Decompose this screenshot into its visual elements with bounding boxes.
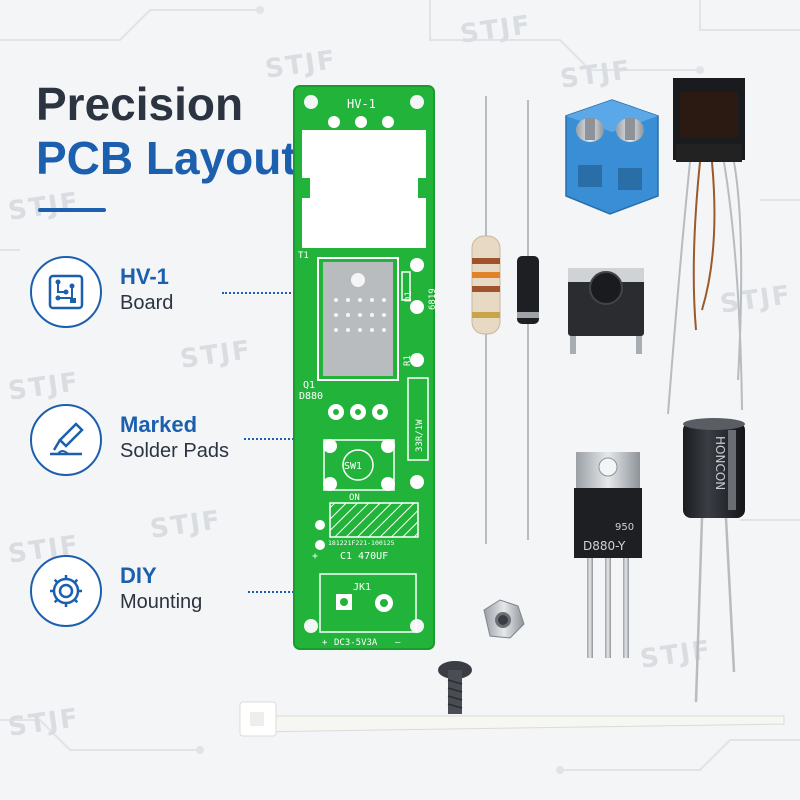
feature-subtitle: Mounting	[120, 591, 203, 613]
feature-diy-mounting: DIY Mounting	[30, 555, 314, 639]
push-button-component	[568, 268, 644, 354]
feature-leader-line	[248, 591, 302, 593]
pcb-icon	[48, 274, 84, 310]
feature-marked-pads: Marked Solder Pads	[30, 404, 314, 488]
diode-footprint	[401, 258, 424, 314]
soldering-iron-icon	[50, 422, 84, 456]
resistor-component	[471, 96, 501, 544]
transistor-component: 950 D880-Y	[574, 452, 642, 658]
pcb-label-r1: R1	[403, 355, 413, 366]
headline-line-2: PCB Layout	[36, 132, 297, 184]
hex-nut-component	[483, 599, 525, 639]
headline: Precision PCB Layout	[36, 78, 297, 186]
hv-transformer-component	[667, 78, 745, 415]
capacitor-component: HONCON	[683, 418, 745, 703]
transformer-footprint	[300, 116, 428, 248]
pcb-label-power: DC3-5V3A	[334, 638, 378, 648]
capacitor-brand: HONCON	[713, 436, 727, 490]
feature-title: HV-1	[120, 264, 169, 289]
pcb-label-minus: —	[395, 638, 401, 648]
pcb-label-d1: D1	[404, 291, 414, 302]
pcb-label-q1: Q1	[303, 380, 315, 391]
switch-footprint	[323, 439, 395, 491]
feature-title: Marked	[120, 412, 198, 437]
cable-tie-component	[239, 701, 785, 737]
resistor-footprint	[407, 353, 429, 489]
feature-subtitle: Board	[120, 292, 174, 314]
pcb-label-d880: D880	[299, 391, 323, 402]
capacitor-footprint	[315, 502, 419, 550]
pcb-label-cap: C1 470UF	[340, 551, 388, 562]
screw-terminal-component	[565, 99, 659, 215]
jack-footprint	[319, 573, 417, 633]
pcb-label-resistor: 33R/1W	[415, 419, 425, 452]
feature-title: DIY	[120, 563, 157, 588]
pcb-label-sw1: SW1	[344, 461, 362, 472]
pcb-label-on: ON	[349, 493, 360, 503]
pcb-label-hv1: HV-1	[347, 97, 376, 111]
feature-leader-line	[244, 438, 302, 440]
gear-icon	[50, 575, 82, 607]
pcb-label-jk1: JK1	[353, 582, 371, 593]
transistor-marking: D880-Y	[583, 539, 626, 553]
pcb-label-t1: T1	[298, 251, 309, 261]
feature-leader-line	[222, 292, 302, 294]
feature-icon-circle	[30, 404, 102, 476]
transistor-code: 950	[615, 522, 634, 533]
pcb-label-6819: 6819	[428, 288, 438, 310]
feature-subtitle: Solder Pads	[120, 440, 229, 462]
pcb-board: HV-1 T1 D1 6819 R1 Q1 D880 33R/1W SW1 ON…	[293, 85, 438, 650]
pcb-label-plus: +	[322, 638, 328, 648]
pcb-label-cap-code: 181221F221-100125	[328, 539, 395, 547]
headline-line-1: Precision	[36, 78, 244, 130]
pcb-label-plus-cap: +	[312, 551, 318, 562]
feature-icon-circle	[30, 256, 102, 328]
screw-component	[438, 661, 472, 714]
headline-underline	[38, 208, 106, 212]
transistor-pad	[317, 257, 399, 381]
diode-component	[517, 100, 539, 540]
feature-icon-circle	[30, 555, 102, 627]
